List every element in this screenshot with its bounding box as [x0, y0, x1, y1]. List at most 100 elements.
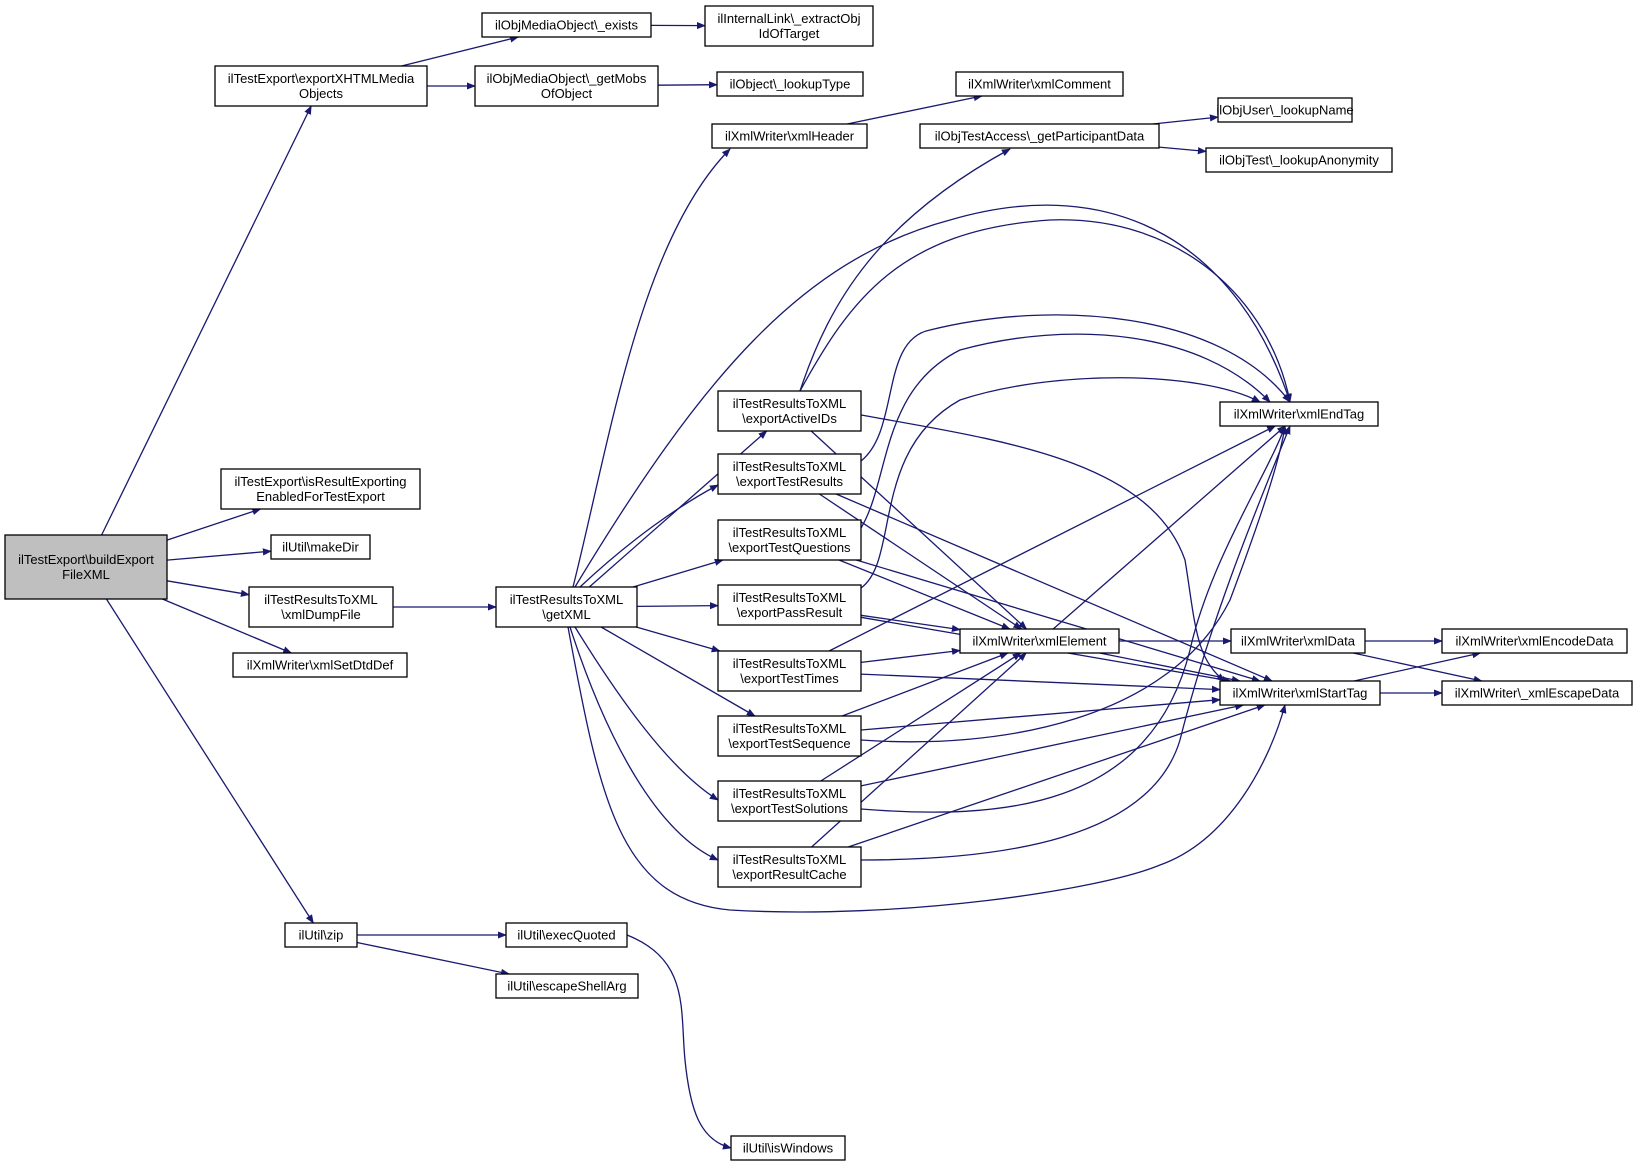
node-box: [919, 123, 1160, 149]
node-label: ilTestResultsToXML: [733, 852, 846, 867]
edge-getXML-to-testTimes: [636, 626, 721, 653]
node-box: [959, 628, 1120, 654]
node-testTimes[interactable]: ilTestResultsToXML\exportTestTimes: [717, 650, 862, 692]
node-box: [495, 973, 639, 999]
node-label: ilXmlWriter\xmlStartTag: [1233, 686, 1368, 701]
edge-root-to-isResult: [166, 508, 262, 541]
node-xmlDumpFile[interactable]: ilTestResultsToXML\xmlDumpFile: [248, 586, 394, 628]
node-xmlElement[interactable]: ilXmlWriter\xmlElement: [959, 628, 1120, 654]
node-box: [270, 534, 371, 560]
node-xmlStartTag[interactable]: ilXmlWriter\xmlStartTag: [1219, 680, 1381, 706]
edge-xmlHeader-to-xmlComment: [847, 94, 983, 125]
node-box: [214, 65, 428, 107]
node-getXML[interactable]: ilTestResultsToXML\getXML: [495, 586, 638, 628]
edge-testSolutions-to-xmlEndTag: [860, 425, 1286, 813]
node-label: ilObjUser\_lookupName: [1216, 103, 1353, 118]
node-box: [717, 650, 862, 692]
node-box: [1230, 628, 1366, 654]
edge-layer: [101, 21, 1483, 1150]
edge-root-to-xmlDumpFile: [166, 580, 250, 597]
node-xmlSetDtdDef[interactable]: ilXmlWriter\xmlSetDtdDef: [232, 652, 408, 678]
node-label: \exportResultCache: [732, 867, 846, 882]
edge-testResults-to-xmlElement: [819, 493, 1023, 630]
node-label: ilXmlWriter\_xmlEscapeData: [1455, 686, 1620, 701]
edge-testSequence-to-xmlEndTag: [860, 425, 1288, 743]
edge-activeIDs-to-xmlEndTag: [799, 219, 1292, 403]
edge-activeIDs-to-xmlStartTag: [860, 414, 1226, 682]
edge-testQuestions-to-xmlStartTag: [856, 559, 1261, 683]
edge-getPart-to-lookupAnon: [1158, 146, 1207, 155]
node-box: [717, 715, 862, 757]
node-box: [704, 5, 874, 47]
edge-testSequence-to-xmlStartTag: [860, 696, 1221, 731]
edge-getXML-to-xmlHeader: [572, 148, 731, 588]
node-activeIDs[interactable]: ilTestResultsToXML\exportActiveIDs: [717, 390, 862, 432]
node-label: Objects: [299, 86, 344, 101]
node-passResult[interactable]: ilTestResultsToXML\exportPassResult: [717, 584, 862, 626]
node-label: ilObjTestAccess\_getParticipantData: [935, 129, 1145, 144]
node-getPart[interactable]: ilObjTestAccess\_getParticipantData: [919, 123, 1160, 149]
node-lookupAnon[interactable]: ilObjTest\_lookupAnonymity: [1205, 147, 1393, 173]
edge-exportXHTML-to-moExists: [401, 35, 520, 67]
edge-resultCache-to-xmlStartTag: [847, 704, 1266, 848]
node-label: ilUtil\escapeShellArg: [507, 979, 626, 994]
node-xmlEncode[interactable]: ilXmlWriter\xmlEncodeData: [1441, 628, 1628, 654]
edge-getXML-to-testSequence: [600, 626, 756, 717]
node-label: ilObjMediaObject\_getMobs: [487, 71, 647, 86]
edge-testTimes-to-xmlElement: [860, 647, 961, 664]
node-box: [220, 468, 421, 510]
edge-execQuoted-to-isWindows: [626, 934, 732, 1150]
node-lookupName[interactable]: ilObjUser\_lookupName: [1216, 97, 1354, 123]
node-box: [1219, 401, 1379, 427]
node-isWindows[interactable]: ilUtil\isWindows: [730, 1135, 846, 1161]
node-label: ilXmlWriter\xmlHeader: [725, 129, 855, 144]
node-testSequence[interactable]: ilTestResultsToXML\exportTestSequence: [717, 715, 862, 757]
node-box: [474, 65, 659, 107]
node-resultCache[interactable]: ilTestResultsToXML\exportResultCache: [717, 846, 862, 888]
node-label: ilXmlWriter\xmlEndTag: [1234, 407, 1365, 422]
node-label: \exportTestSequence: [728, 736, 850, 751]
node-label: \xmlDumpFile: [281, 607, 360, 622]
edge-getMobs-to-lookupType: [657, 81, 718, 89]
node-xmlEscape[interactable]: ilXmlWriter\_xmlEscapeData: [1441, 680, 1633, 706]
edge-getXML-to-passResult: [636, 602, 719, 610]
node-zip[interactable]: ilUtil\zip: [284, 922, 358, 948]
edge-testSolutions-to-xmlElement: [820, 652, 1022, 782]
node-xmlComment[interactable]: ilXmlWriter\xmlComment: [955, 71, 1124, 97]
node-escapeShell[interactable]: ilUtil\escapeShellArg: [495, 973, 639, 999]
node-lookupType[interactable]: ilObject\_lookupType: [716, 71, 864, 97]
node-label: ilObjMediaObject\_exists: [495, 18, 639, 33]
edge-getXML-to-xmlEndTag: [574, 204, 1291, 588]
edge-xmlElement-to-xmlStartTag: [1099, 652, 1241, 683]
node-xmlEndTag[interactable]: ilXmlWriter\xmlEndTag: [1219, 401, 1379, 427]
node-label: \exportTestQuestions: [728, 540, 851, 555]
node-label: ilTestResultsToXML: [733, 396, 846, 411]
node-box: [1205, 147, 1393, 173]
edge-resultCache-to-xmlEndTag: [860, 425, 1291, 861]
node-testSolutions[interactable]: ilTestResultsToXML\exportTestSolutions: [717, 780, 862, 822]
node-testResults[interactable]: ilTestResultsToXML\exportTestResults: [717, 453, 862, 495]
node-xmlData[interactable]: ilXmlWriter\xmlData: [1230, 628, 1366, 654]
edge-activeIDs-to-getPart: [799, 148, 1011, 392]
edge-testTimes-to-xmlEndTag: [828, 425, 1277, 652]
node-makeDir[interactable]: ilUtil\makeDir: [270, 534, 371, 560]
node-label: ilUtil\execQuoted: [517, 928, 615, 943]
node-moExists[interactable]: ilObjMediaObject\_exists: [481, 12, 652, 38]
node-execQuoted[interactable]: ilUtil\execQuoted: [505, 922, 628, 948]
node-box: [717, 584, 862, 626]
node-label: ilTestResultsToXML: [264, 592, 377, 607]
node-label: ilXmlWriter\xmlEncodeData: [1456, 634, 1615, 649]
edge-testSolutions-to-xmlStartTag: [860, 703, 1245, 787]
edge-testQuestions-to-xmlElement: [838, 559, 1011, 630]
node-label: \exportTestTimes: [740, 671, 839, 686]
node-box: [730, 1135, 846, 1161]
node-isResult[interactable]: ilTestExport\isResultExportingEnabledFor…: [220, 468, 421, 510]
node-xmlHeader[interactable]: ilXmlWriter\xmlHeader: [711, 123, 868, 149]
node-testQuestions[interactable]: ilTestResultsToXML\exportTestQuestions: [717, 519, 862, 561]
